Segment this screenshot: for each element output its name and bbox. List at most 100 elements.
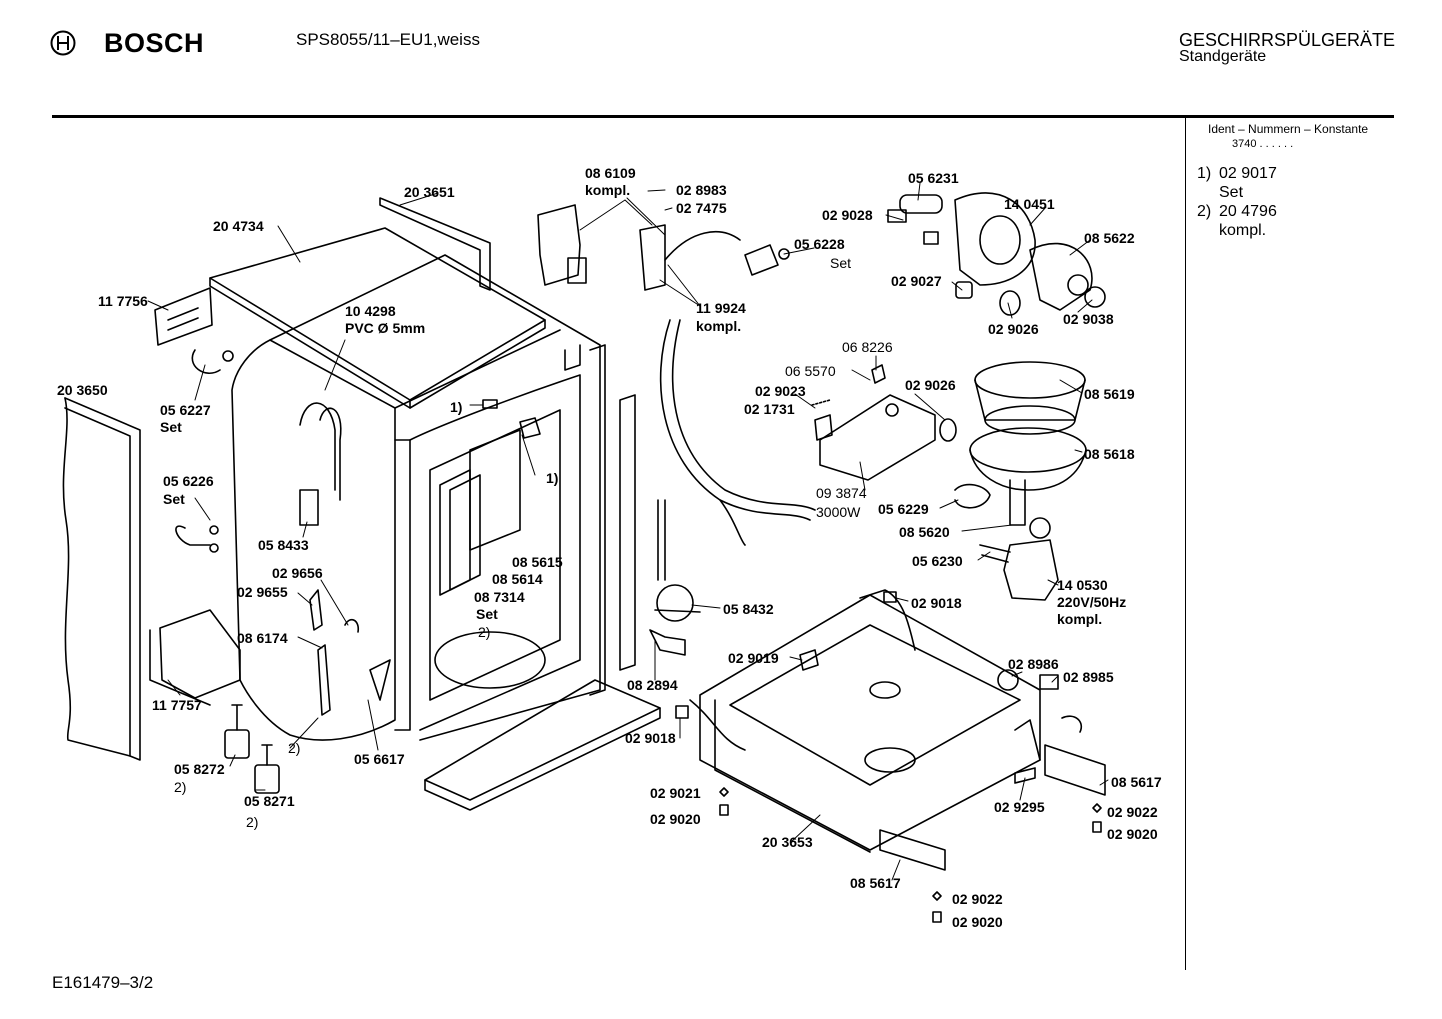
- part-label: 05 8271: [244, 793, 295, 809]
- part-label: Set: [476, 606, 498, 622]
- part-label: 05 6231: [908, 170, 959, 186]
- part-label: 11 7757: [152, 697, 202, 713]
- part-label: 1): [546, 470, 559, 486]
- inner-frame: [439, 429, 521, 596]
- part-label: 05 8433: [258, 537, 309, 553]
- bosch-logo-icon: [50, 30, 76, 56]
- part-label: 220V/50Hz: [1057, 594, 1127, 610]
- rear-strip: [379, 197, 491, 291]
- part-label: 05 6228: [794, 236, 845, 252]
- part-label: kompl.: [696, 318, 742, 334]
- part-label: 20 3650: [57, 382, 108, 398]
- part-label: 05 6617: [354, 751, 405, 767]
- part-label: 02 1731: [744, 401, 795, 417]
- part-label: 02 9018: [911, 595, 962, 611]
- rail-bracket: [649, 629, 686, 656]
- part-label: 02 9022: [1107, 804, 1158, 820]
- part-label: 08 7314: [474, 589, 525, 605]
- part-label: 06 5570: [785, 363, 836, 379]
- part-label: 14 0530: [1057, 577, 1108, 593]
- part-label: 02 9021: [650, 785, 701, 801]
- part-label: kompl.: [1057, 611, 1103, 627]
- part-label: 20 3651: [404, 184, 455, 200]
- part-label: 08 5620: [899, 524, 950, 540]
- part-label: kompl.: [585, 182, 631, 198]
- model-title: SPS8055/11–EU1,weiss: [296, 30, 480, 49]
- subcategory-title: Standgeräte: [1179, 48, 1267, 65]
- aquastop-nut: [744, 244, 790, 276]
- side-panel: [62, 397, 141, 761]
- part-label: 08 5617: [1111, 774, 1162, 790]
- part-label: 2): [478, 624, 491, 640]
- category-title: GESCHIRRSPÜLGERÄTE: [1179, 30, 1396, 50]
- sidebar-divider: [1185, 118, 1186, 970]
- part-label: 05 6229: [878, 501, 929, 517]
- part-label: 05 8432: [723, 601, 774, 617]
- part-label: 1): [450, 399, 463, 415]
- part-label: 08 6174: [237, 630, 288, 646]
- cable-loom: [299, 402, 342, 526]
- note-marker: 1): [1197, 165, 1212, 182]
- part-label: 02 8986: [1008, 656, 1059, 672]
- part-label: 14 0451: [1004, 196, 1055, 212]
- inlet-valve: [224, 704, 280, 794]
- base-strip: [424, 679, 661, 811]
- part-label: 08 5617: [850, 875, 901, 891]
- part-label: 02 9028: [822, 207, 873, 223]
- drain-pump: [979, 539, 1059, 601]
- part-label: 11 9924: [696, 300, 746, 316]
- ident-label: Ident – Nummern – Konstante: [1208, 122, 1369, 136]
- salt-tank: [149, 609, 241, 706]
- part-label: 02 9023: [755, 383, 806, 399]
- note-number: 02 9017: [1219, 165, 1277, 182]
- part-label: 08 5614: [492, 571, 543, 587]
- part-label: 02 8983: [676, 182, 727, 198]
- part-label: 2): [246, 814, 259, 830]
- part-label: 02 9295: [994, 799, 1045, 815]
- part-label: 08 5622: [1084, 230, 1135, 246]
- part-label: 02 9020: [650, 811, 701, 827]
- part-label: 05 6227: [160, 402, 211, 418]
- leader-lines: [147, 182, 1109, 881]
- part-label: 02 7475: [676, 200, 727, 216]
- part-label: 11 7756: [98, 293, 148, 309]
- note-text: kompl.: [1219, 222, 1267, 239]
- part-label: 05 6226: [163, 473, 214, 489]
- note-text: Set: [1219, 184, 1244, 201]
- part-label: 02 9038: [1063, 311, 1114, 327]
- part-label: Set: [160, 419, 182, 435]
- circulation-pump: [887, 192, 1106, 316]
- note-number: 20 4796: [1219, 203, 1277, 220]
- part-label: 08 2894: [627, 677, 678, 693]
- part-label: Set: [163, 491, 185, 507]
- worktop-panel: [209, 227, 546, 409]
- foot: [879, 744, 1106, 871]
- part-label: 08 5615: [512, 554, 563, 570]
- inlet-hose: [639, 224, 816, 546]
- hinge-bracket: [154, 287, 213, 346]
- part-label: 02 9655: [237, 584, 288, 600]
- part-label: 09 3874: [816, 485, 867, 501]
- header-rule: [52, 115, 1394, 118]
- part-label: 02 9022: [952, 891, 1003, 907]
- part-label: 02 9018: [625, 730, 676, 746]
- part-label: Set: [830, 255, 852, 271]
- note-marker: 2): [1197, 203, 1212, 220]
- part-label: 02 9656: [272, 565, 323, 581]
- part-label: 02 8985: [1063, 669, 1114, 685]
- part-label: 02 9026: [988, 321, 1039, 337]
- cabinet-body: [231, 254, 606, 741]
- part-label: 06 8226: [842, 339, 893, 355]
- ident-value: 3740 . . . . . .: [1232, 138, 1294, 150]
- pressure-switch: [654, 499, 701, 622]
- small-hoses: [175, 349, 234, 553]
- part-label: 2): [174, 779, 187, 795]
- part-label: PVC Ø 5mm: [345, 320, 426, 336]
- part-label: 3000W: [816, 504, 861, 520]
- part-label: 08 5618: [1084, 446, 1135, 462]
- part-label: 2): [288, 740, 301, 756]
- document-id: E161479–3/2: [52, 973, 154, 992]
- fasteners: [309, 399, 1102, 923]
- part-label: 10 4298: [345, 303, 396, 319]
